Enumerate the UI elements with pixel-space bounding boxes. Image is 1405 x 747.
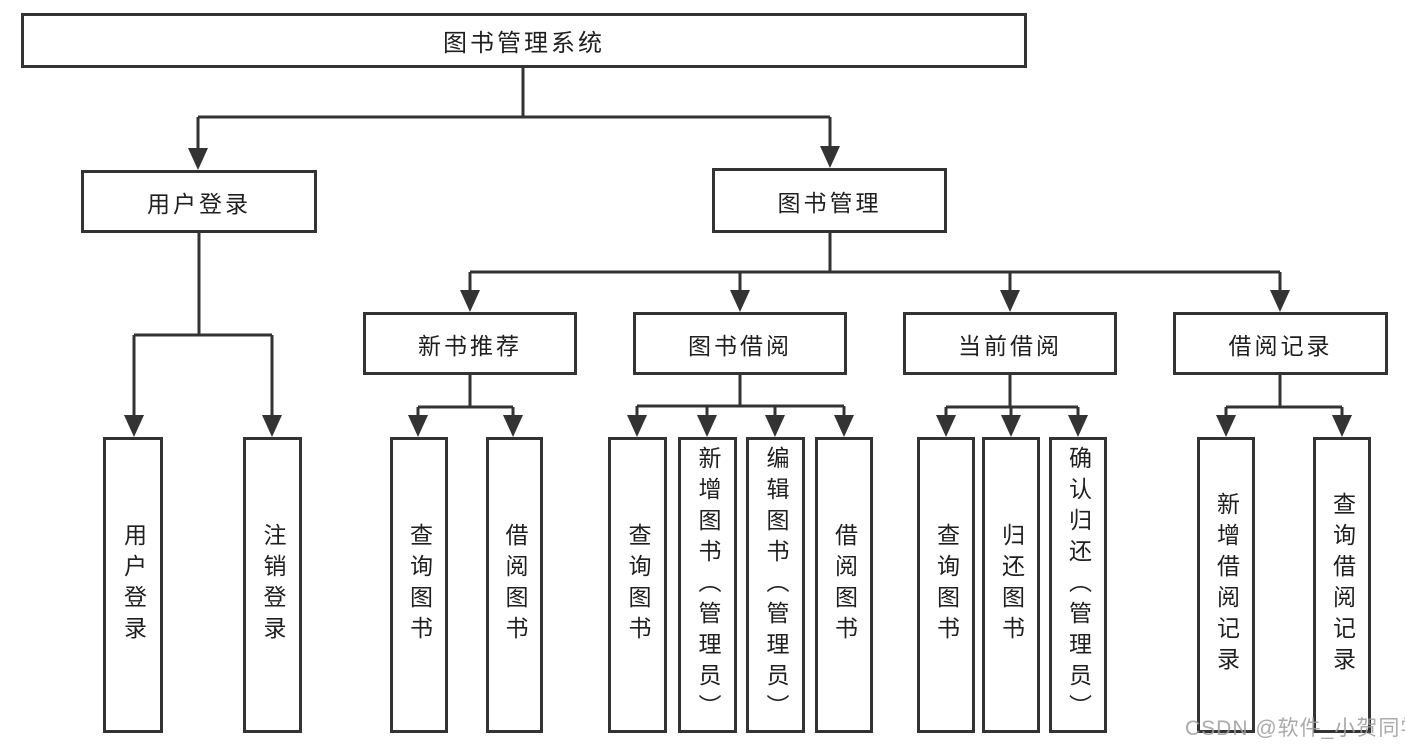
edge-root bbox=[196, 68, 832, 150]
node-user-login-label: 用户登录 bbox=[147, 190, 251, 217]
leaf-confirm-return-admin-label: 确认归还（管理员） bbox=[1065, 445, 1092, 725]
leaf-query-books-borrowing: 查询图书 bbox=[608, 437, 667, 733]
node-new-book-recommend: 新书推荐 bbox=[363, 312, 577, 375]
leaf-query-borrow-record-label: 查询借阅记录 bbox=[1329, 492, 1356, 678]
leaf-logout-label: 注销登录 bbox=[260, 523, 286, 647]
node-library-system-label: 图书管理系统 bbox=[443, 30, 605, 57]
node-borrow-records: 借阅记录 bbox=[1173, 312, 1388, 375]
node-book-management: 图书管理 bbox=[712, 168, 947, 233]
node-book-borrowing: 图书借阅 bbox=[633, 312, 847, 375]
node-borrow-records-label: 借阅记录 bbox=[1228, 332, 1333, 359]
leaf-add-books-admin-label: 新增图书（管理员） bbox=[695, 445, 721, 725]
edge-borrow-records bbox=[1224, 375, 1344, 417]
leaf-user-login-label: 用户登录 bbox=[120, 523, 147, 647]
edge-book-borrowing bbox=[635, 375, 846, 417]
leaf-logout: 注销登录 bbox=[243, 437, 302, 733]
leaf-query-books-current-label: 查询图书 bbox=[933, 523, 960, 647]
leaf-query-books-recommend: 查询图书 bbox=[390, 437, 448, 733]
leaf-query-books-current: 查询图书 bbox=[917, 437, 975, 733]
node-library-system: 图书管理系统 bbox=[21, 13, 1027, 68]
leaf-query-books-borrowing-label: 查询图书 bbox=[625, 523, 651, 647]
leaf-confirm-return-admin: 确认归还（管理员） bbox=[1049, 437, 1107, 733]
edge-book-management bbox=[468, 233, 1282, 292]
edge-new-book-recommend bbox=[416, 375, 515, 417]
node-user-login: 用户登录 bbox=[81, 170, 317, 233]
arrowhead-icons bbox=[124, 146, 1352, 437]
leaf-borrow-books-recommend-label: 借阅图书 bbox=[502, 523, 528, 647]
leaf-add-borrow-record: 新增借阅记录 bbox=[1197, 437, 1255, 733]
csdn-watermark: CSDN @软件_小贺同学 bbox=[1185, 717, 1405, 740]
leaf-add-borrow-record-label: 新增借阅记录 bbox=[1213, 492, 1240, 678]
leaf-query-books-recommend-label: 查询图书 bbox=[406, 523, 433, 647]
node-book-borrowing-label: 图书借阅 bbox=[688, 332, 792, 359]
leaf-return-books-label: 归还图书 bbox=[998, 523, 1025, 647]
node-current-borrowing-label: 当前借阅 bbox=[958, 332, 1062, 359]
leaf-borrow-books-label: 借阅图书 bbox=[831, 523, 858, 647]
leaf-borrow-books: 借阅图书 bbox=[815, 437, 873, 733]
node-book-management-label: 图书管理 bbox=[777, 189, 882, 216]
leaf-user-login: 用户登录 bbox=[103, 437, 163, 733]
node-new-book-recommend-label: 新书推荐 bbox=[418, 332, 522, 359]
leaf-return-books: 归还图书 bbox=[982, 437, 1040, 733]
node-current-borrowing: 当前借阅 bbox=[903, 312, 1117, 375]
leaf-edit-books-admin-label: 编辑图书（管理员） bbox=[763, 445, 789, 725]
leaf-borrow-books-recommend: 借阅图书 bbox=[486, 437, 543, 733]
leaf-edit-books-admin: 编辑图书（管理员） bbox=[746, 437, 805, 733]
leaf-add-books-admin: 新增图书（管理员） bbox=[678, 437, 737, 733]
leaf-query-borrow-record: 查询借阅记录 bbox=[1313, 437, 1371, 733]
edge-user-login bbox=[132, 233, 274, 417]
edge-current-borrowing bbox=[944, 375, 1080, 417]
